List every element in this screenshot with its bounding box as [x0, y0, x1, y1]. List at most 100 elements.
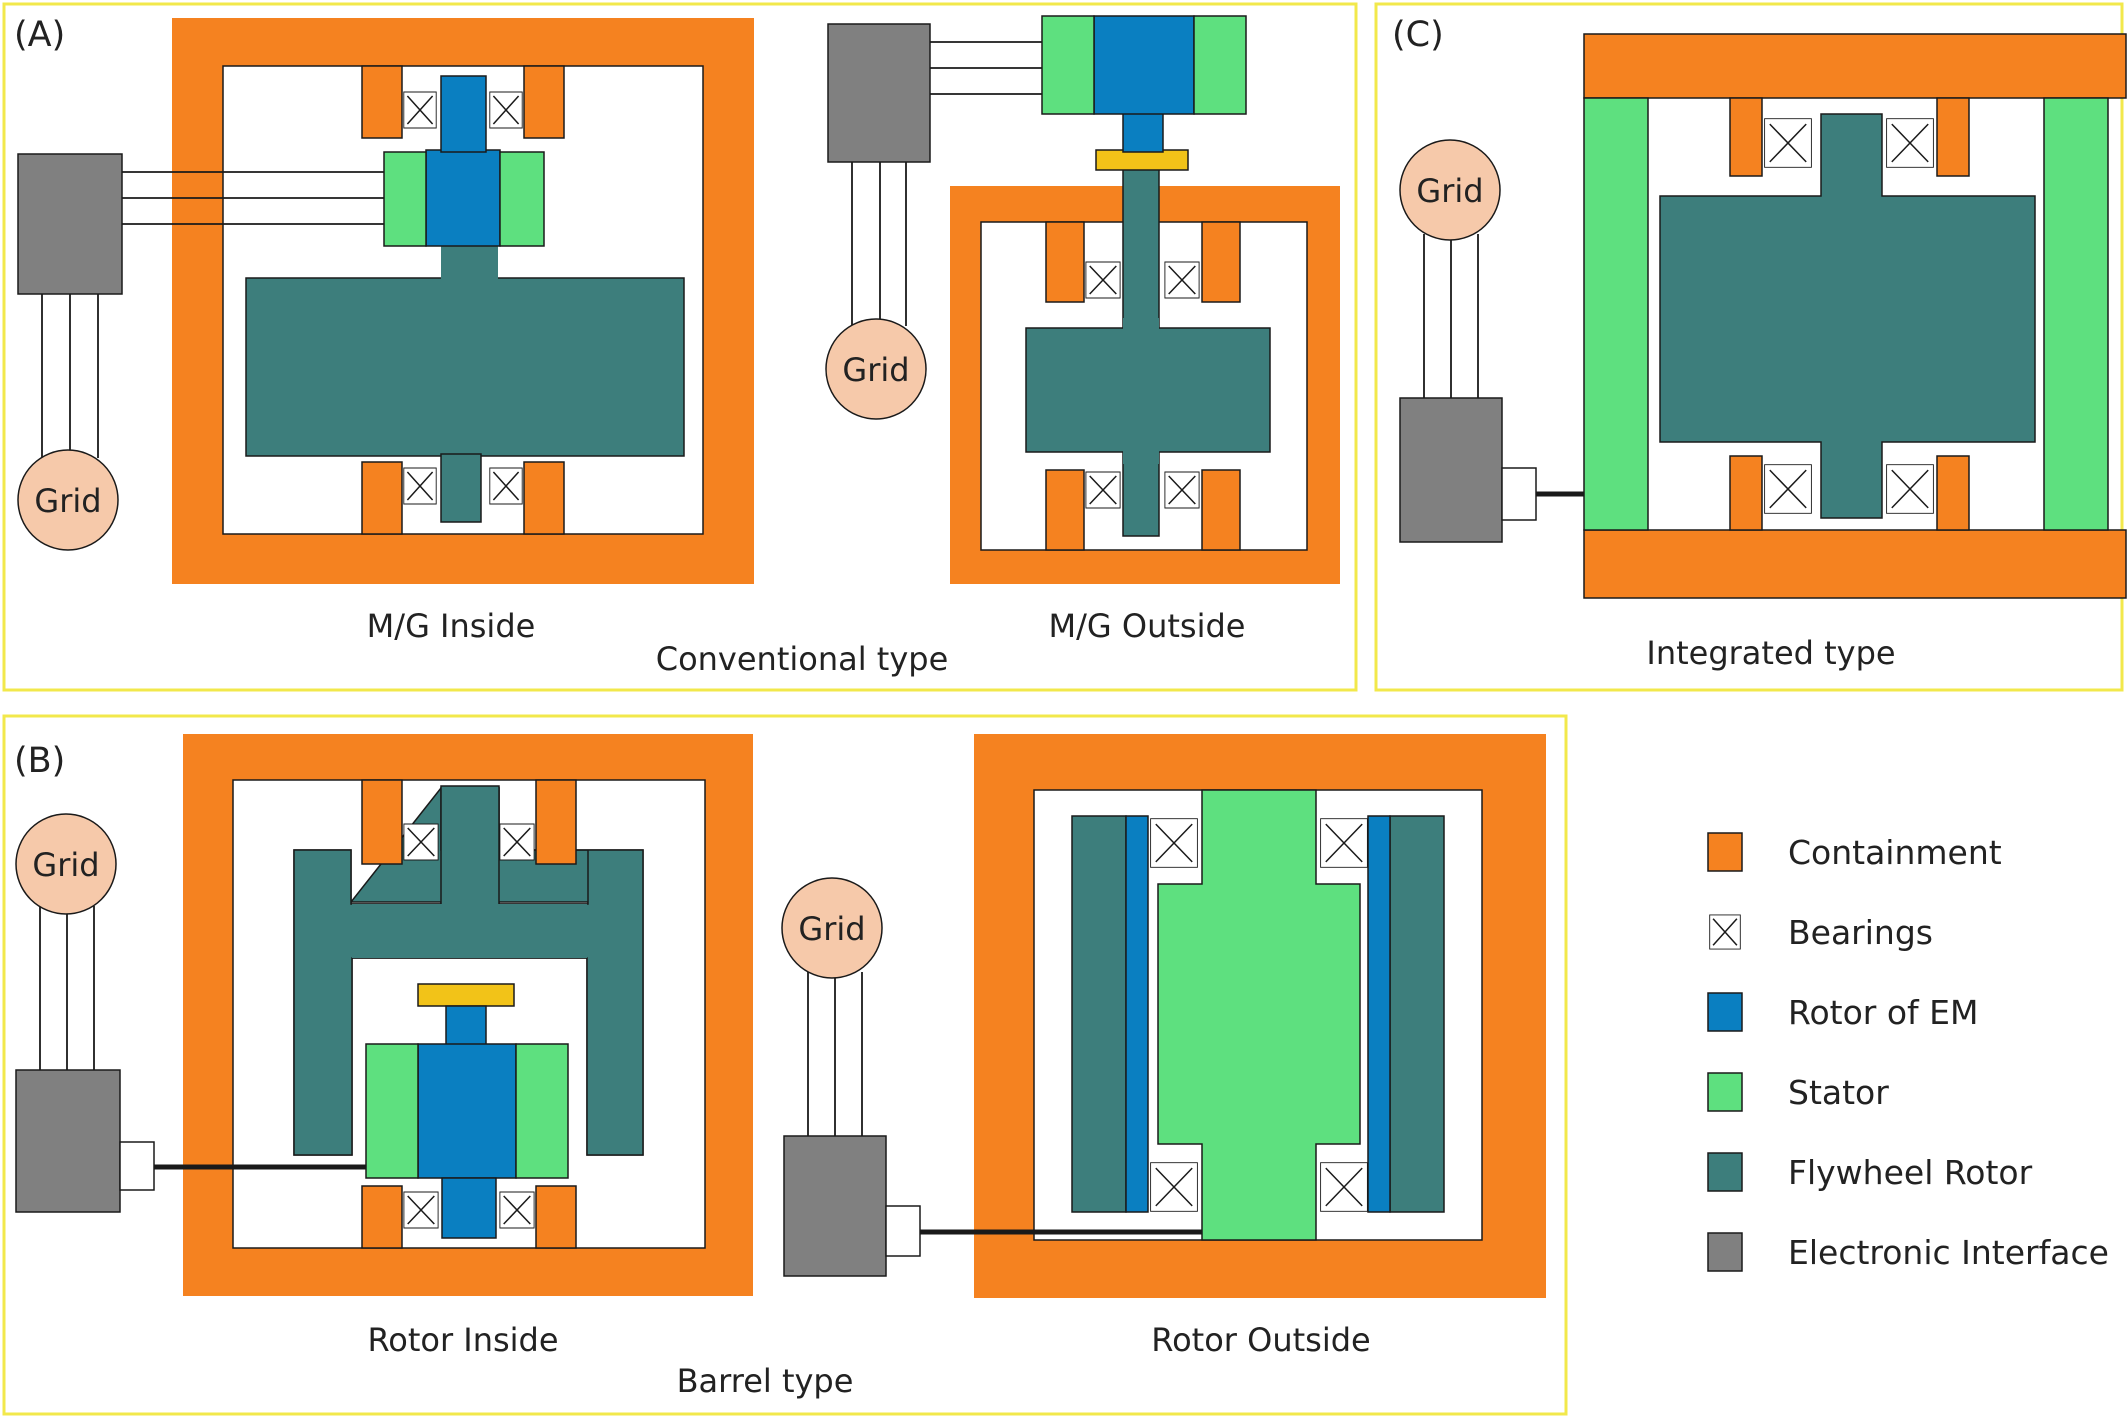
stator-right: [1193, 15, 1247, 115]
legend-label: Containment: [1788, 833, 2002, 872]
flywheel-rotor-shaft: [441, 244, 498, 280]
bearing-holder: [361, 1185, 403, 1249]
bearing-holder: [1729, 97, 1763, 177]
legend-label: Flywheel Rotor: [1788, 1153, 2033, 1192]
rotor-em-swatch: [1707, 992, 1743, 1032]
containment-swatch: [1707, 832, 1743, 872]
electronic-interface: [783, 1135, 887, 1277]
rotor-of-em-shaft: [440, 75, 487, 153]
flywheel-rotor-frame: [293, 787, 644, 1156]
bearing-icon: [1321, 1163, 1368, 1212]
power-cable: [807, 972, 863, 1136]
stator-left: [1583, 97, 1649, 531]
flywheel-rotor-left: [1071, 815, 1127, 1213]
electronic-interface-connector: [119, 1141, 155, 1191]
bearing-swatch-icon: [1710, 915, 1741, 949]
panel-c-border: [1374, 2, 2124, 692]
flywheel-rotor-shaft-lower: [440, 453, 482, 523]
grid-node: [1399, 139, 1501, 241]
stator-left: [365, 1043, 419, 1179]
bearing-holder: [361, 65, 403, 139]
electronic-interface: [1399, 397, 1503, 543]
mg-inside-caption: M/G Inside: [367, 607, 536, 645]
stator-right: [2043, 97, 2109, 531]
bearing-holder: [535, 1185, 577, 1249]
legend-item-flywheel-rotor: Flywheel Rotor: [1707, 1152, 2033, 1192]
flywheel-rotor-bridge: [352, 904, 587, 958]
containment-bottom: [1583, 529, 2127, 599]
grid-node: [825, 318, 927, 420]
bearing-icon: [490, 468, 522, 504]
panel-a-letter: (A): [14, 15, 65, 55]
legend-item-bearings: Bearings: [1710, 913, 1933, 952]
rotor-of-em: [425, 149, 501, 247]
rotor-inside-caption: Rotor Inside: [367, 1321, 558, 1359]
power-cable: [1423, 234, 1479, 398]
stator-right: [499, 151, 545, 247]
conventional-type-caption: Conventional type: [656, 640, 949, 678]
bearing-holder: [1045, 469, 1085, 551]
flywheel-rotor-hub: [1123, 318, 1159, 464]
bearing-icon: [1887, 119, 1934, 168]
bearing-icon: [500, 1192, 534, 1228]
panel-a-border: [2, 2, 1358, 692]
containment-top: [1583, 33, 2127, 99]
flywheel-rotor-hub: [440, 785, 500, 907]
bearing-icon: [500, 824, 534, 860]
mg-inside-flywheel: Grid: [17, 18, 754, 584]
stator: [1157, 789, 1361, 1241]
grid-label: Grid: [32, 846, 99, 884]
bearing-icon: [404, 1192, 438, 1228]
bearing-holder: [1936, 97, 1970, 177]
coupling: [417, 983, 515, 1007]
bearing-icon: [1086, 472, 1120, 508]
electronic-interface-connector: [885, 1205, 921, 1257]
grid-label: Grid: [1416, 172, 1483, 210]
stator-left: [1041, 15, 1095, 115]
legend-label: Electronic Interface: [1788, 1233, 2109, 1272]
grid-node: [15, 813, 117, 915]
bearing-holder: [1729, 455, 1763, 531]
mg-outside-flywheel: Grid: [825, 15, 1340, 584]
rotor-of-em-shaft: [1122, 111, 1164, 153]
bearing-holder: [1201, 469, 1241, 551]
bearing-icon: [1887, 465, 1934, 514]
flywheel-rotor-right: [1389, 815, 1445, 1213]
flywheel-rotor-disc: [245, 277, 685, 457]
legend-label: Bearings: [1788, 913, 1933, 952]
rotor-of-em: [417, 1043, 517, 1179]
rotor-of-em-left: [1125, 815, 1149, 1213]
bearing-holder: [1045, 221, 1085, 303]
rotor-of-em-right: [1367, 815, 1391, 1213]
bearing-icon: [1765, 119, 1812, 168]
bearing-icon: [1165, 262, 1199, 298]
barrel-type-caption: Barrel type: [677, 1362, 854, 1400]
grid-node: [781, 877, 883, 979]
bearing-icon: [1321, 819, 1368, 868]
grid-label: Grid: [34, 482, 101, 520]
legend-item-stator: Stator: [1707, 1072, 1889, 1112]
rotor-of-em: [1093, 15, 1195, 115]
coupling: [1095, 149, 1189, 171]
stator-left: [383, 151, 427, 247]
bearing-holder: [1201, 221, 1241, 303]
legend-label: Stator: [1788, 1073, 1889, 1112]
power-cable: [39, 906, 95, 1070]
bearing-icon: [1165, 472, 1199, 508]
bearing-holder: [361, 779, 403, 865]
electronic-interface: [17, 153, 123, 295]
grid-label: Grid: [798, 910, 865, 948]
panel-b-border: [2, 714, 1568, 1416]
integrated-flywheel: Grid: [1399, 33, 2127, 599]
flywheel-rotor-swatch: [1707, 1152, 1743, 1192]
bearing-icon: [404, 824, 438, 860]
panel-c-letter: (C): [1392, 15, 1444, 55]
electronic-interface-swatch: [1707, 1232, 1743, 1272]
stator-swatch: [1707, 1072, 1743, 1112]
bearing-icon: [1086, 262, 1120, 298]
integrated-type-caption: Integrated type: [1646, 634, 1895, 672]
panel-b-letter: (B): [14, 741, 65, 781]
electronic-interface: [827, 23, 931, 163]
panel-c: (C) Grid Integrate: [1374, 2, 2127, 692]
